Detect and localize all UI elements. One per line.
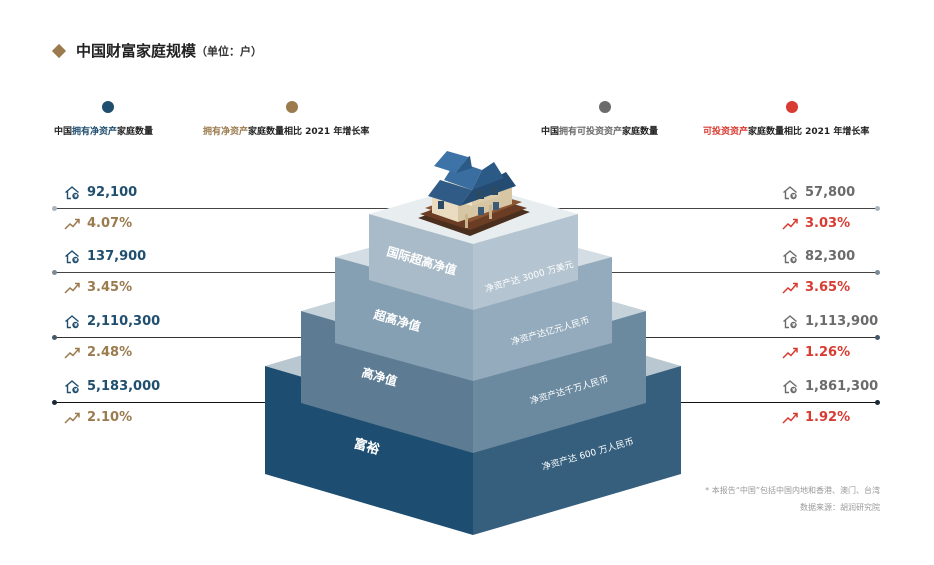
- house-coin-icon: ¥: [65, 380, 79, 394]
- right-growth-value: 3.65%: [805, 280, 851, 295]
- left-growth-row-1: 4.07%: [64, 216, 132, 231]
- left-growth-value: 3.45%: [87, 280, 133, 295]
- right-growth-row-1: 3.03%: [782, 216, 850, 231]
- row-end-dot: [875, 400, 880, 405]
- tier-1-left-face: [369, 214, 473, 310]
- left-growth-value: 2.48%: [87, 345, 133, 360]
- right-growth-row-2: 3.65%: [782, 280, 850, 295]
- right-count-row-3: ¥ 1,113,900: [782, 314, 878, 329]
- legend-text-part: 家庭数量相比 2021 年增长率: [748, 127, 870, 137]
- left-count-value: 137,900: [87, 249, 147, 264]
- footnote-source: 数据来源：胡润研究院: [800, 503, 880, 512]
- right-growth-row-4: 1.92%: [782, 410, 850, 425]
- house-coin-icon: ¥: [783, 315, 797, 329]
- legend-right-count: 中国拥有可投资资产家庭数量: [541, 124, 658, 137]
- legend-left-growth: 拥有净资产家庭数量相比 2021 年增长率: [203, 124, 369, 137]
- tier-1-right-face: [473, 214, 578, 310]
- trend-up-arrow-icon: [782, 412, 798, 424]
- right-count-row-2: ¥ 82,300: [782, 249, 855, 264]
- right-count-value: 82,300: [805, 249, 856, 264]
- row-end-dot: [52, 335, 57, 340]
- trend-up-arrow-icon: [782, 282, 798, 294]
- tier-4-right-face: [473, 366, 681, 535]
- footnote-region: * 本报告“中国”包括中国内地和香港、澳门、台湾: [705, 486, 880, 495]
- left-growth-row-2: 3.45%: [64, 280, 132, 295]
- trend-up-arrow-icon: [782, 218, 798, 230]
- tier-3-left-face: [301, 311, 473, 453]
- row-end-dot: [52, 270, 57, 275]
- tier-3-right-face: [473, 311, 646, 453]
- svg-text:¥: ¥: [792, 258, 796, 264]
- legend-text-part: 家庭数量: [117, 127, 154, 137]
- right-growth-value: 1.26%: [805, 345, 851, 360]
- page-title-unit: （单位：户）: [196, 44, 263, 58]
- legend-text-part: 中国: [541, 127, 560, 137]
- house-coin-icon: ¥: [65, 186, 79, 200]
- legend-text-highlight: 拥有可投资资产: [559, 127, 623, 137]
- house-coin-icon: ¥: [65, 250, 79, 264]
- legend-dot-right-count: [599, 101, 611, 113]
- row-end-dot: [875, 335, 880, 340]
- svg-text:¥: ¥: [792, 194, 796, 200]
- trend-up-arrow-icon: [782, 347, 798, 359]
- left-count-row-2: ¥ 137,900: [64, 249, 146, 264]
- house-icon: [418, 151, 530, 236]
- right-count-row-1: ¥ 57,800: [782, 185, 855, 200]
- legend-right-growth: 可投资资产家庭数量相比 2021 年增长率: [703, 124, 869, 137]
- legend-text-highlight: 拥有净资产: [72, 127, 118, 137]
- legend-text-highlight: 拥有净资产: [203, 127, 249, 137]
- right-growth-value: 1.92%: [805, 410, 851, 425]
- left-count-value: 92,100: [87, 185, 138, 200]
- row-end-dot: [52, 206, 57, 211]
- right-growth-value: 3.03%: [805, 216, 851, 231]
- left-growth-row-3: 2.48%: [64, 345, 132, 360]
- left-growth-value: 4.07%: [87, 216, 133, 231]
- row-end-dot: [875, 206, 880, 211]
- left-count-value: 5,183,000: [87, 379, 161, 394]
- row-end-dot: [52, 400, 57, 405]
- legend-left-count: 中国拥有净资产家庭数量: [54, 124, 153, 137]
- legend-dot-left-count: [102, 101, 114, 113]
- svg-text:¥: ¥: [74, 323, 78, 329]
- trend-up-arrow-icon: [64, 218, 80, 230]
- house-coin-icon: ¥: [783, 380, 797, 394]
- left-count-row-3: ¥ 2,110,300: [64, 314, 160, 329]
- left-growth-value: 2.10%: [87, 410, 133, 425]
- right-growth-row-3: 1.26%: [782, 345, 850, 360]
- legend-dot-left-growth: [286, 101, 298, 113]
- left-growth-row-4: 2.10%: [64, 410, 132, 425]
- house-coin-icon: ¥: [65, 315, 79, 329]
- right-count-value: 57,800: [805, 185, 856, 200]
- tier-4-left-face: [265, 366, 473, 535]
- legend-text-part: 中国: [54, 127, 73, 137]
- tier-4-name: 富裕: [352, 435, 381, 458]
- legend-text-part: 家庭数量相比 2021 年增长率: [248, 127, 370, 137]
- svg-text:¥: ¥: [74, 258, 78, 264]
- legend-text-highlight: 可投资资产: [703, 127, 749, 137]
- left-count-row-4: ¥ 5,183,000: [64, 379, 160, 394]
- left-count-value: 2,110,300: [87, 314, 161, 329]
- trend-up-arrow-icon: [64, 282, 80, 294]
- svg-text:¥: ¥: [792, 323, 796, 329]
- row-end-dot: [875, 270, 880, 275]
- house-coin-icon: ¥: [783, 250, 797, 264]
- right-count-row-4: ¥ 1,861,300: [782, 379, 878, 394]
- house-coin-icon: ¥: [783, 186, 797, 200]
- trend-up-arrow-icon: [64, 412, 80, 424]
- right-count-value: 1,113,900: [805, 314, 879, 329]
- svg-text:¥: ¥: [74, 388, 78, 394]
- right-count-value: 1,861,300: [805, 379, 879, 394]
- page-title: 中国财富家庭规模: [76, 42, 197, 60]
- svg-text:¥: ¥: [792, 388, 796, 394]
- left-count-row-1: ¥ 92,100: [64, 185, 137, 200]
- trend-up-arrow-icon: [64, 347, 80, 359]
- legend-text-part: 家庭数量: [622, 127, 659, 137]
- svg-text:¥: ¥: [74, 194, 78, 200]
- page-title-block: 中国财富家庭规模 （单位：户）: [51, 40, 263, 61]
- legend-dot-right-growth: [786, 101, 798, 113]
